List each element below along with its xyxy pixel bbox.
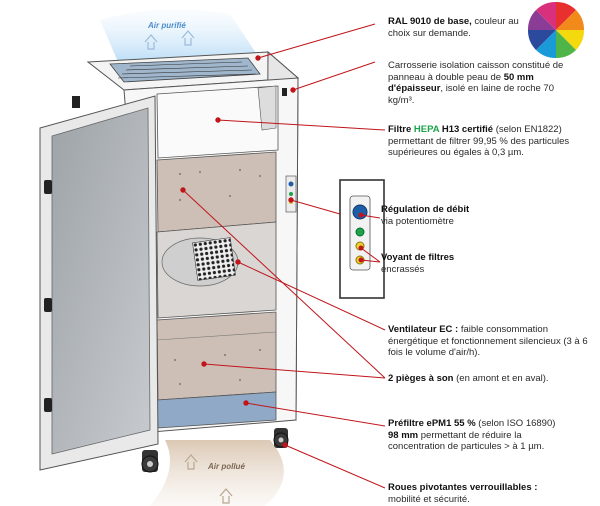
annotation-filtre: Filtre HEPA H13 certifié (selon EN1822) … [388,124,570,158]
annotation-roues: Roues pivotantes verrouillables : mobili… [388,482,538,505]
door [39,95,159,471]
control-panel-callout [339,179,385,299]
fan-grille [192,237,236,281]
up-arrow-icon [144,30,195,50]
green-led [355,227,365,237]
annotation-ventilateur: Ventilateur EC : faible consommation éne… [388,324,588,358]
annotation-regulation: Régulation de débit via potentiomètre [381,204,470,227]
polluted-air-label: Air pollué [208,462,245,471]
annotation-prefiltre: Préfiltre ePM1 55 % (selon ISO 16890) 98… [388,418,556,452]
annotation-carrosserie: Carrosserie isolation caisson constitué … [388,60,564,106]
polluted-air-flow [150,440,284,506]
color-wheel-icon [527,1,585,59]
clean-air-label: Air purifié [148,21,186,30]
annotation-voyant: Voyant de filtres encrassés [381,252,455,275]
leader-lines [180,23,386,489]
clean-air-flow [100,9,262,62]
annotation-ral: RAL 9010 de base, couleur au choix sur d… [388,16,519,39]
up-arrow-icon [184,454,233,504]
annotation-pieges: 2 pièges à son (en amont et en aval). [388,373,549,384]
